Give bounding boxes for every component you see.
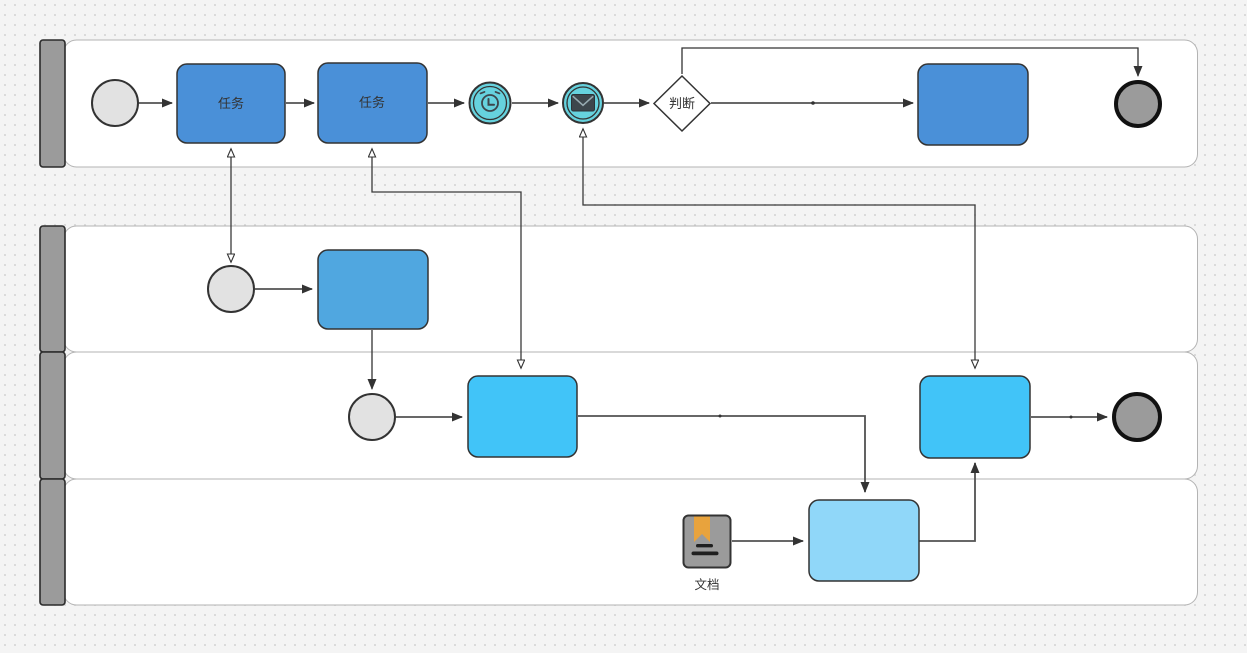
task-1[interactable]: 任务: [176, 63, 286, 144]
lane-4-header[interactable]: [39, 478, 66, 606]
message-event[interactable]: [562, 82, 604, 124]
link-message-task6: [583, 129, 975, 368]
task-7[interactable]: [808, 499, 920, 582]
document-1[interactable]: 文档: [682, 514, 732, 593]
flow-gateway-end1: [681, 47, 1143, 77]
document-label: 文档: [694, 577, 719, 592]
task-3[interactable]: [917, 63, 1029, 146]
timer-event[interactable]: [468, 81, 512, 125]
sequence-flows: [138, 47, 1143, 546]
link-task2-task5: [372, 149, 521, 368]
doc-text-line: [691, 551, 719, 556]
doc-text-line: [696, 544, 713, 548]
end-event-2[interactable]: [1112, 392, 1162, 442]
lane-1-header[interactable]: [39, 39, 66, 168]
task-6[interactable]: [919, 375, 1031, 459]
task-4[interactable]: [317, 249, 429, 330]
start-event-2[interactable]: [207, 265, 255, 313]
task-2-label: 任务: [359, 95, 385, 110]
lane-2-header[interactable]: [39, 225, 66, 353]
lane-3-header[interactable]: [39, 351, 66, 480]
end-event-1[interactable]: [1114, 80, 1162, 128]
flow-task7-task6: [919, 462, 980, 542]
clock-icon: [479, 91, 501, 112]
start-event-3[interactable]: [348, 393, 396, 441]
envelope-icon: [571, 94, 595, 112]
flow-waypoint-dot: [718, 414, 722, 418]
gateway-1[interactable]: 判断: [652, 74, 712, 133]
flow-task5-task7: [578, 415, 870, 493]
task-2[interactable]: 任务: [317, 62, 428, 144]
task-1-label: 任务: [218, 96, 244, 111]
task-5[interactable]: [467, 375, 578, 458]
gateway-label: 判断: [669, 96, 695, 111]
bookmark-icon: [694, 516, 710, 542]
flow-waypoint-dot: [811, 101, 815, 105]
lane-4-body: [63, 478, 1198, 606]
start-event-1[interactable]: [91, 79, 139, 127]
flow-waypoint-dot: [1069, 415, 1073, 419]
